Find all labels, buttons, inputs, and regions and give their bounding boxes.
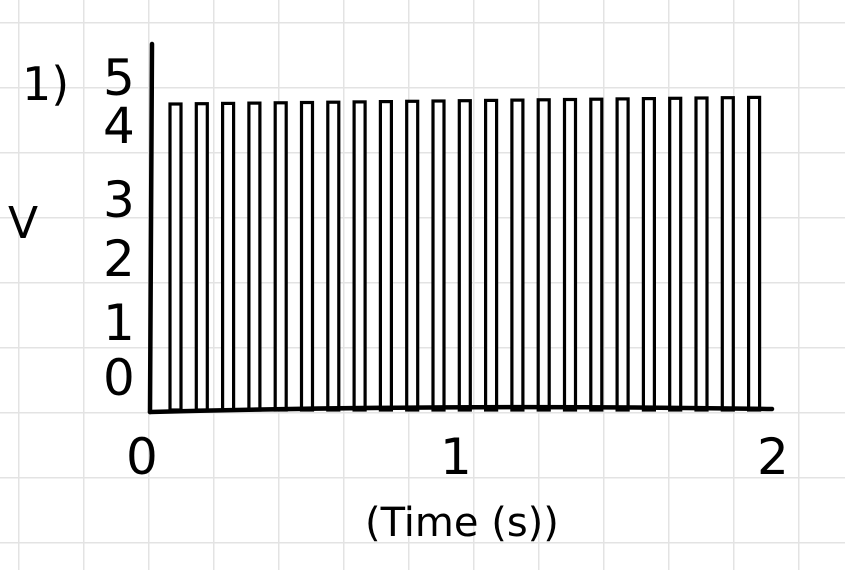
pulse-bar <box>273 101 288 412</box>
pulse-bar <box>720 96 735 412</box>
y-tick-labels: 01 23 45 <box>103 49 135 407</box>
pulse-bar <box>615 97 630 412</box>
pulse-bar <box>536 98 551 412</box>
pulse-bar <box>562 97 578 412</box>
pulse-bar <box>668 96 683 412</box>
pulse-bar <box>247 101 262 412</box>
pulse-bar <box>694 96 709 412</box>
pulse-bar <box>510 98 525 412</box>
pulse-bar <box>326 100 341 412</box>
x-tick-labels: 0 1 2 <box>126 428 789 486</box>
y-tick-label: 5 <box>103 49 135 107</box>
pulse-bar <box>221 101 236 412</box>
pulse-bar <box>378 99 393 412</box>
y-axis-label: V <box>8 198 38 249</box>
pulse-bar <box>194 102 209 412</box>
y-tick-label: 1 <box>103 294 135 352</box>
pulse-bar <box>352 100 367 412</box>
pulse-bar <box>168 102 183 412</box>
pulse-bar <box>299 100 315 412</box>
x-axis <box>147 404 775 415</box>
x-axis-label: (Time (s)) <box>365 500 559 546</box>
pulse-bar <box>746 95 762 412</box>
pulse-bar <box>457 99 472 412</box>
pulse-bar <box>431 99 446 412</box>
x-tick-label: 1 <box>440 428 472 486</box>
problem-label: 1) <box>22 57 69 111</box>
x-tick-label: 2 <box>757 428 789 486</box>
pulse-bar <box>484 98 499 412</box>
x-tick-label: 0 <box>126 428 158 486</box>
pulse-series <box>168 95 762 412</box>
y-tick-label: 0 <box>103 349 135 407</box>
pulse-bar <box>589 97 604 412</box>
pulse-bar <box>405 99 420 412</box>
y-tick-label: 2 <box>103 230 135 288</box>
y-tick-label: 3 <box>103 171 135 229</box>
y-axis <box>147 41 155 415</box>
y-tick-label: 4 <box>103 97 135 155</box>
pulse-bar <box>641 96 657 412</box>
